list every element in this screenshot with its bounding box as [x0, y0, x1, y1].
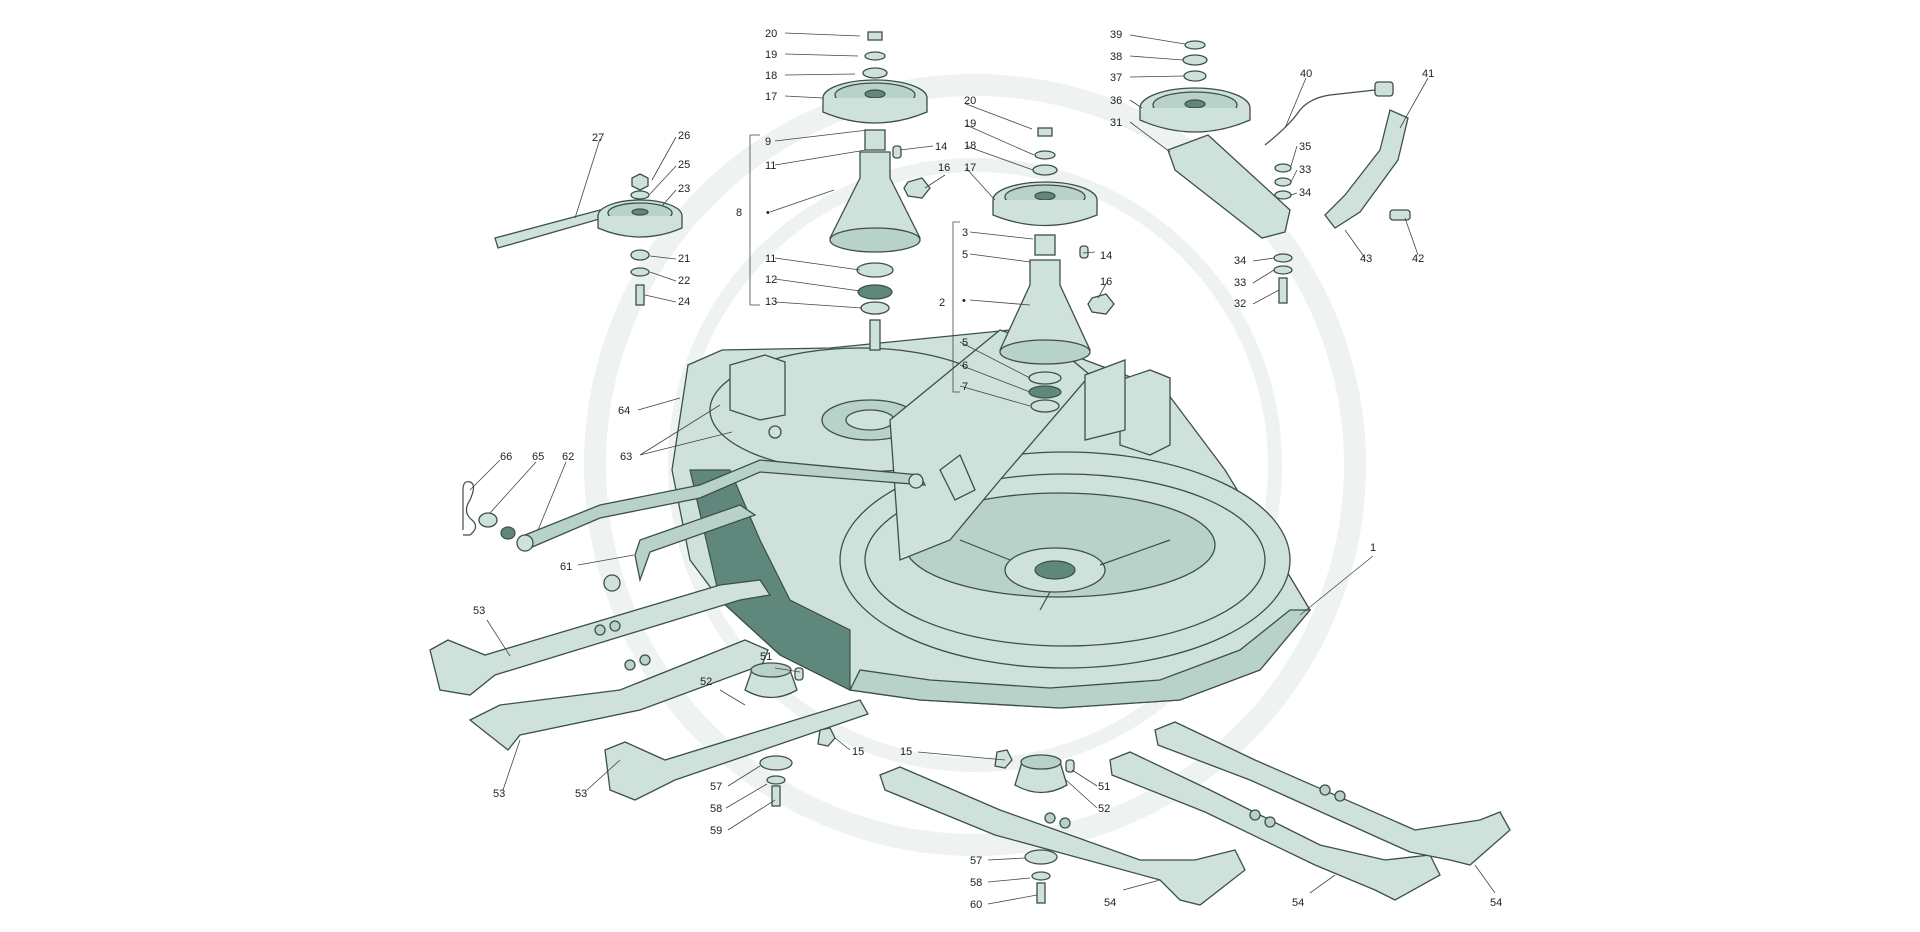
callout-27: 27	[592, 132, 604, 144]
mower-deck	[671, 329, 1312, 709]
callout-63: 63	[620, 451, 632, 463]
callout-34: 34	[1299, 187, 1311, 199]
callout-25: 25	[678, 159, 690, 171]
callout-14: 14	[1100, 250, 1112, 262]
callout-41: 41	[1422, 68, 1434, 80]
callout-12: 12	[765, 274, 777, 286]
callout-19: 19	[765, 49, 777, 61]
callout-9: 9	[765, 136, 771, 148]
spindle-assembly-right	[992, 127, 1115, 413]
callout-31: 31	[1110, 117, 1122, 129]
callout-36: 36	[1110, 95, 1122, 107]
callout-5: 5	[962, 249, 968, 261]
callout-59: 59	[710, 825, 722, 837]
callout-37: 37	[1110, 72, 1122, 84]
callout-7: 7	[962, 381, 968, 393]
callout-66: 66	[500, 451, 512, 463]
callout-11: 11	[765, 160, 776, 172]
blade-set	[429, 579, 1511, 906]
callout-33: 33	[1299, 164, 1311, 176]
callout-43: 43	[1360, 253, 1372, 265]
callout-labels: 20 19 18 17 9 14 11 16 8 • 11 12 13 2 20…	[473, 28, 1502, 911]
callout-16: 16	[1100, 276, 1112, 288]
spindle-assembly-left	[822, 31, 931, 351]
callout-65: 65	[532, 451, 544, 463]
callout-24: 24	[678, 296, 690, 308]
callout-64: 64	[618, 405, 630, 417]
callout-5: 5	[962, 337, 968, 349]
callout-51: 51	[1098, 781, 1110, 793]
callout-26: 26	[678, 130, 690, 142]
blade-hub-right	[994, 749, 1075, 904]
callout-53: 53	[493, 788, 505, 800]
callout-34: 34	[1234, 255, 1246, 267]
callout-38: 38	[1110, 51, 1122, 63]
callout-3: 3	[962, 227, 968, 239]
callout-11: 11	[765, 253, 776, 265]
callout-57: 57	[710, 781, 722, 793]
callout-2: 2	[939, 297, 945, 309]
callout-54: 54	[1490, 897, 1502, 909]
leader-lines	[469, 32, 1496, 905]
callout-42: 42	[1412, 253, 1424, 265]
callout-8: 8	[736, 207, 742, 219]
callout-54: 54	[1104, 897, 1116, 909]
callout-51: 51	[760, 651, 772, 663]
callout-58: 58	[710, 803, 722, 815]
callout-39: 39	[1110, 29, 1122, 41]
idler-pulley-assembly	[494, 173, 683, 306]
callout-61: 61	[560, 561, 572, 573]
callout-13: 13	[765, 296, 777, 308]
callout-21: 21	[678, 253, 690, 265]
callout-16: 16	[938, 162, 950, 174]
callout-58: 58	[970, 877, 982, 889]
callout-6: 6	[962, 360, 968, 372]
callout-23: 23	[678, 183, 690, 195]
callout-35: 35	[1299, 141, 1311, 153]
lift-rod	[516, 425, 927, 592]
callout-32: 32	[1234, 298, 1246, 310]
callout-60: 60	[970, 899, 982, 911]
hairpin-clip	[462, 481, 516, 540]
callout-15: 15	[852, 746, 864, 758]
callout-33: 33	[1234, 277, 1246, 289]
blade-hub-left	[744, 662, 836, 807]
callout-14: 14	[935, 141, 947, 153]
callout-57: 57	[970, 855, 982, 867]
callout-22: 22	[678, 275, 690, 287]
callout-18: 18	[964, 140, 976, 152]
callout-62: 62	[562, 451, 574, 463]
callout-19: 19	[964, 118, 976, 130]
callout-dot: •	[962, 295, 966, 307]
callout-53: 53	[473, 605, 485, 617]
callout-53: 53	[575, 788, 587, 800]
callout-20: 20	[964, 95, 976, 107]
callout-17: 17	[765, 91, 777, 103]
callout-40: 40	[1300, 68, 1312, 80]
callout-20: 20	[765, 28, 777, 40]
callout-1: 1	[1370, 542, 1376, 554]
tensioner-assembly	[1139, 40, 1411, 304]
callout-52: 52	[700, 676, 712, 688]
callout-17: 17	[964, 162, 976, 174]
callout-52: 52	[1098, 803, 1110, 815]
callout-15: 15	[900, 746, 912, 758]
callout-54: 54	[1292, 897, 1304, 909]
callout-dot: •	[766, 207, 770, 219]
callout-18: 18	[765, 70, 777, 82]
